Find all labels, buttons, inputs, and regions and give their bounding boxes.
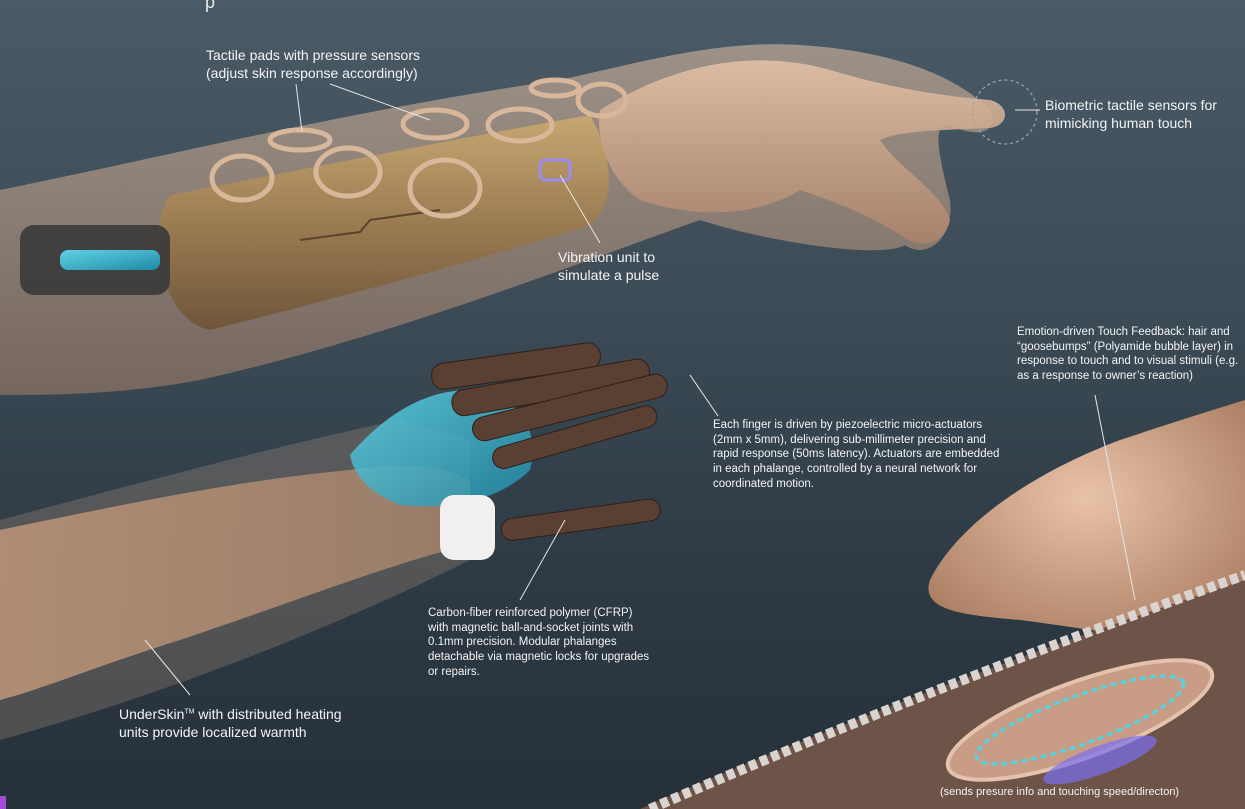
label-emotion-feedback: Emotion-driven Touch Feedback: hair and … <box>1017 326 1239 383</box>
robot-finger <box>492 405 658 470</box>
upper-hand <box>599 60 1005 244</box>
robot-finger <box>472 373 668 442</box>
label-underskin: UnderSkinTM with distributed heating uni… <box>119 706 342 740</box>
biometric-sensor-ring <box>972 79 1038 145</box>
tactile-pads <box>209 77 629 219</box>
label-sends-pressure-info: (sends presure info and touching speed/d… <box>940 786 1180 798</box>
robot-finger <box>431 342 601 390</box>
title-fragment: p <box>205 0 216 12</box>
robot-thumb <box>500 498 661 541</box>
corner-mark <box>0 796 6 809</box>
tactile-pad <box>267 127 333 153</box>
leader-line <box>1094 394 1136 601</box>
label-vibration-unit: Vibration unit to simulate a pulse <box>558 249 660 283</box>
closeup-sensor-glow <box>974 674 1186 766</box>
robot-wrist-cap <box>440 495 495 560</box>
leader-line <box>329 83 431 121</box>
tactile-pad <box>313 145 383 199</box>
leader-line <box>519 519 566 601</box>
closeup-bubble-layer <box>648 570 1245 809</box>
leader-line <box>295 83 303 133</box>
lower-arm-skin <box>0 465 470 700</box>
label-tactile-pads: Tactile pads with pressure sensors (adju… <box>206 47 420 81</box>
tactile-pad <box>485 106 555 144</box>
tactile-pad <box>400 107 470 141</box>
tactile-pad <box>528 77 582 99</box>
robot-fingers <box>431 342 668 541</box>
lower-arm-translucent <box>0 420 470 740</box>
leader-line <box>689 374 719 417</box>
tactile-pad <box>407 157 483 219</box>
elbow-cyan-tube <box>60 250 160 270</box>
label-finger-actuators: Each finger is driven by piezoelectric m… <box>713 419 1000 490</box>
upper-arm-circuit-trace <box>299 209 441 241</box>
leader-line <box>144 639 191 696</box>
tactile-pad <box>575 81 629 119</box>
closeup-sensor-under-glow <box>1043 735 1157 785</box>
label-cfrp: Carbon-fiber reinforced polymer (CFRP) w… <box>428 607 650 678</box>
leader-line <box>559 174 601 244</box>
tactile-pad <box>209 153 275 203</box>
closeup-finger <box>928 400 1245 643</box>
leader-lines <box>144 83 1136 696</box>
label-biometric-sensors: Biometric tactile sensors for mimicking … <box>1045 97 1217 131</box>
vibration-unit <box>538 158 572 182</box>
upper-arm-metal-core <box>158 115 609 330</box>
